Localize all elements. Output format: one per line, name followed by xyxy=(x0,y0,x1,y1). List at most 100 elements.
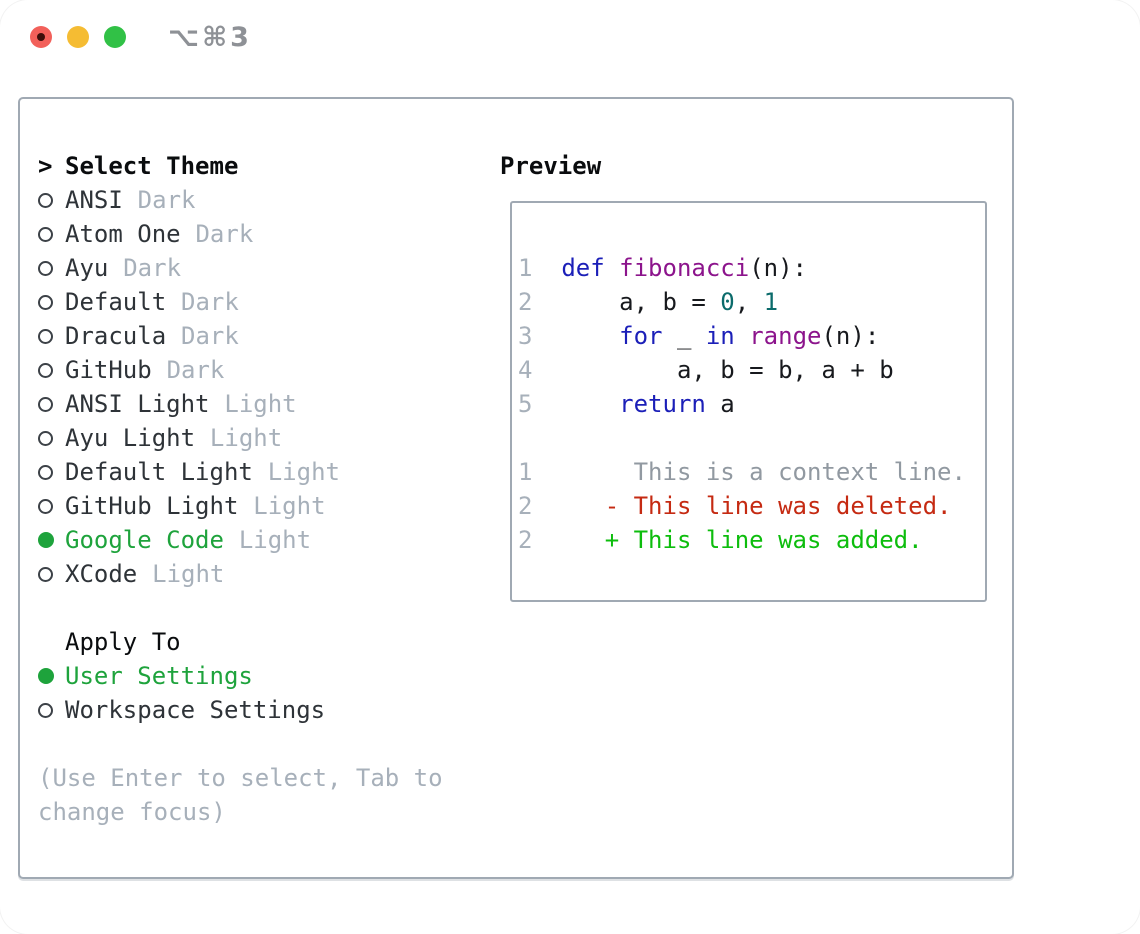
close-button[interactable] xyxy=(30,26,52,48)
code-token-pl: _ xyxy=(662,322,706,350)
radio-icon xyxy=(38,260,53,276)
line-number: 1 xyxy=(518,458,533,486)
focus-caret-icon: > xyxy=(38,152,53,180)
bullet-column xyxy=(38,362,65,378)
line-number: 1 xyxy=(518,254,533,282)
apply-option-user-settings[interactable]: User Settings xyxy=(38,659,483,693)
radio-selected-icon xyxy=(38,668,54,684)
code-line: 3 for _ in range(n): xyxy=(518,319,981,353)
line-number: 5 xyxy=(518,390,533,418)
theme-variant-label: Light xyxy=(152,560,225,588)
radio-icon xyxy=(38,328,53,344)
code-token-num: 0 xyxy=(720,288,735,316)
line-number: 2 xyxy=(518,288,533,316)
radio-icon xyxy=(38,192,53,208)
code-token-fn: range xyxy=(749,322,822,350)
code-token-pl xyxy=(605,254,619,282)
code-token-pl xyxy=(561,322,619,350)
code-token-pl: a, b = xyxy=(561,288,721,316)
code-token-pl: a, b = b, a + b xyxy=(561,356,894,384)
bullet-column xyxy=(38,668,65,684)
theme-variant-label: Light xyxy=(209,424,283,452)
code-token-kw: for xyxy=(619,322,663,350)
diff-preview: 1 This is a context line. 2 - This line w… xyxy=(518,455,981,557)
bullet-column xyxy=(38,702,65,718)
bullet-column xyxy=(38,464,65,480)
theme-variant-label: Dark xyxy=(137,186,196,214)
window-title: ⌥⌘3 xyxy=(168,22,252,53)
unsaved-indicator-dot xyxy=(37,33,45,41)
theme-option-atom-one-dark[interactable]: Atom One Dark xyxy=(38,217,483,251)
diff-text: This is a context line. xyxy=(561,458,966,486)
radio-icon xyxy=(38,396,53,412)
spacer-row xyxy=(38,727,483,761)
code-token-pl: , xyxy=(734,288,764,316)
theme-option-github-dark[interactable]: GitHub Dark xyxy=(38,353,483,387)
bullet-column xyxy=(38,566,65,582)
radio-icon xyxy=(38,430,53,446)
diff-line-added: 2 + This line was added. xyxy=(518,523,981,557)
diff-text: - This line was deleted. xyxy=(561,492,952,520)
apply-option-label: Workspace Settings xyxy=(65,696,326,724)
code-token-kw: def xyxy=(561,254,605,282)
line-number: 4 xyxy=(518,356,533,384)
theme-name: Default Light xyxy=(65,458,253,486)
theme-name: ANSI Light xyxy=(65,390,210,418)
theme-variant-label: Light xyxy=(253,492,326,520)
theme-variant-label: Dark xyxy=(123,254,182,282)
bullet-column xyxy=(38,192,65,208)
radio-icon xyxy=(38,362,53,378)
theme-name: GitHub Light xyxy=(65,492,239,520)
theme-variant-label: Dark xyxy=(195,220,254,248)
bullet-column xyxy=(38,328,65,344)
spacer-line xyxy=(518,421,981,455)
hint-text-line2: change focus) xyxy=(38,798,226,826)
theme-option-default-light-light[interactable]: Default Light Light xyxy=(38,455,483,489)
theme-name: Dracula xyxy=(65,322,167,350)
select-theme-header: > Select Theme xyxy=(38,149,483,183)
radio-icon xyxy=(38,702,53,718)
radio-icon xyxy=(38,464,53,480)
zoom-button[interactable] xyxy=(104,26,126,48)
theme-variant-label: Light xyxy=(238,526,312,554)
theme-name: GitHub xyxy=(65,356,152,384)
line-number: 3 xyxy=(518,322,533,350)
code-line: 4 a, b = b, a + b xyxy=(518,353,981,387)
line-number: 2 xyxy=(518,492,533,520)
code-token-fn: fibonacci xyxy=(619,254,750,282)
preview-title: Preview xyxy=(500,152,602,180)
theme-variant-label: Light xyxy=(267,458,340,486)
theme-name: ANSI xyxy=(65,186,123,214)
diff-line-context: 1 This is a context line. xyxy=(518,455,981,489)
theme-variant-label: Dark xyxy=(166,356,225,384)
theme-variant-label: Dark xyxy=(181,288,239,316)
radio-icon xyxy=(38,566,53,582)
apply-to-title: Apply To xyxy=(65,628,181,656)
code-token-pl: (n): xyxy=(749,254,807,282)
code-token-kw: in xyxy=(705,322,735,350)
code-token-num: 1 xyxy=(763,288,779,316)
apply-option-workspace-settings[interactable]: Workspace Settings xyxy=(38,693,483,727)
code-token-pl xyxy=(735,322,749,350)
theme-option-ansi-dark[interactable]: ANSI Dark xyxy=(38,183,483,217)
minimize-button[interactable] xyxy=(67,26,89,48)
titlebar: ⌥⌘3 xyxy=(0,0,1140,74)
code-line: 2 a, b = 0, 1 xyxy=(518,285,981,319)
bullet-column xyxy=(38,226,65,242)
theme-option-github-light-light[interactable]: GitHub Light Light xyxy=(38,489,483,523)
diff-text: + This line was added. xyxy=(561,526,923,554)
radio-icon xyxy=(38,294,53,310)
theme-name: Atom One xyxy=(65,220,181,248)
code-token-pl: (n): xyxy=(821,322,880,350)
